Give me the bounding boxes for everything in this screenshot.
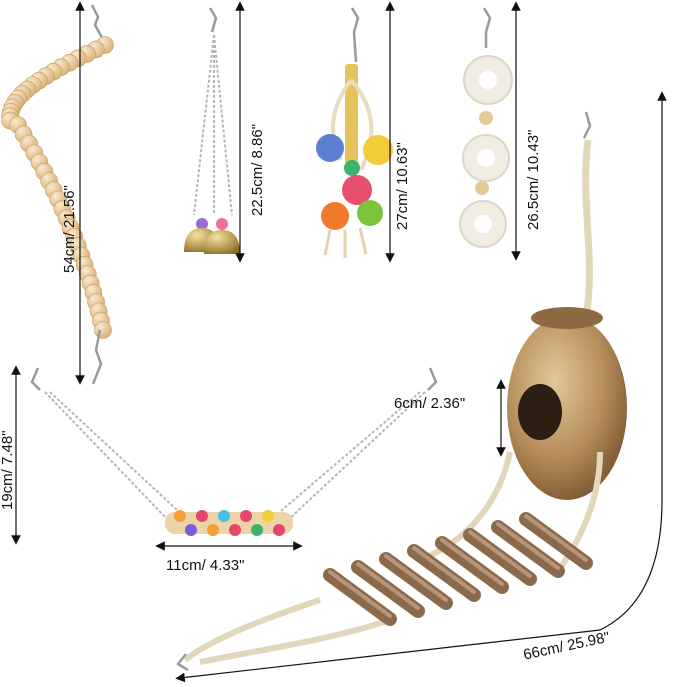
loofah-slice-toy [459,1,521,261]
wooden-bead-swing [1,1,114,385]
loofah-toy-size-label: 26.5cm/ 10.43" [525,129,542,230]
bead-perch-swing [11,365,438,551]
dimension-line [175,91,667,683]
bell-toy [184,1,245,263]
bead-swing-size-label: 54cm/ 21.56" [61,185,78,273]
bell-toy-size-label: 22.5cm/ 8.86" [249,123,266,216]
perch-swing-height-label: 19cm/ 7.48" [0,430,16,510]
coconut-opening-label: 6cm/ 2.36" [394,395,466,412]
perch-swing-width-label: 11cm/ 4.33" [166,557,245,574]
coconut-hut-with-ladder [175,91,667,683]
rattan-toy-size-label: 27cm/ 10.63" [394,142,411,230]
rattan-ball-toy [316,1,395,263]
